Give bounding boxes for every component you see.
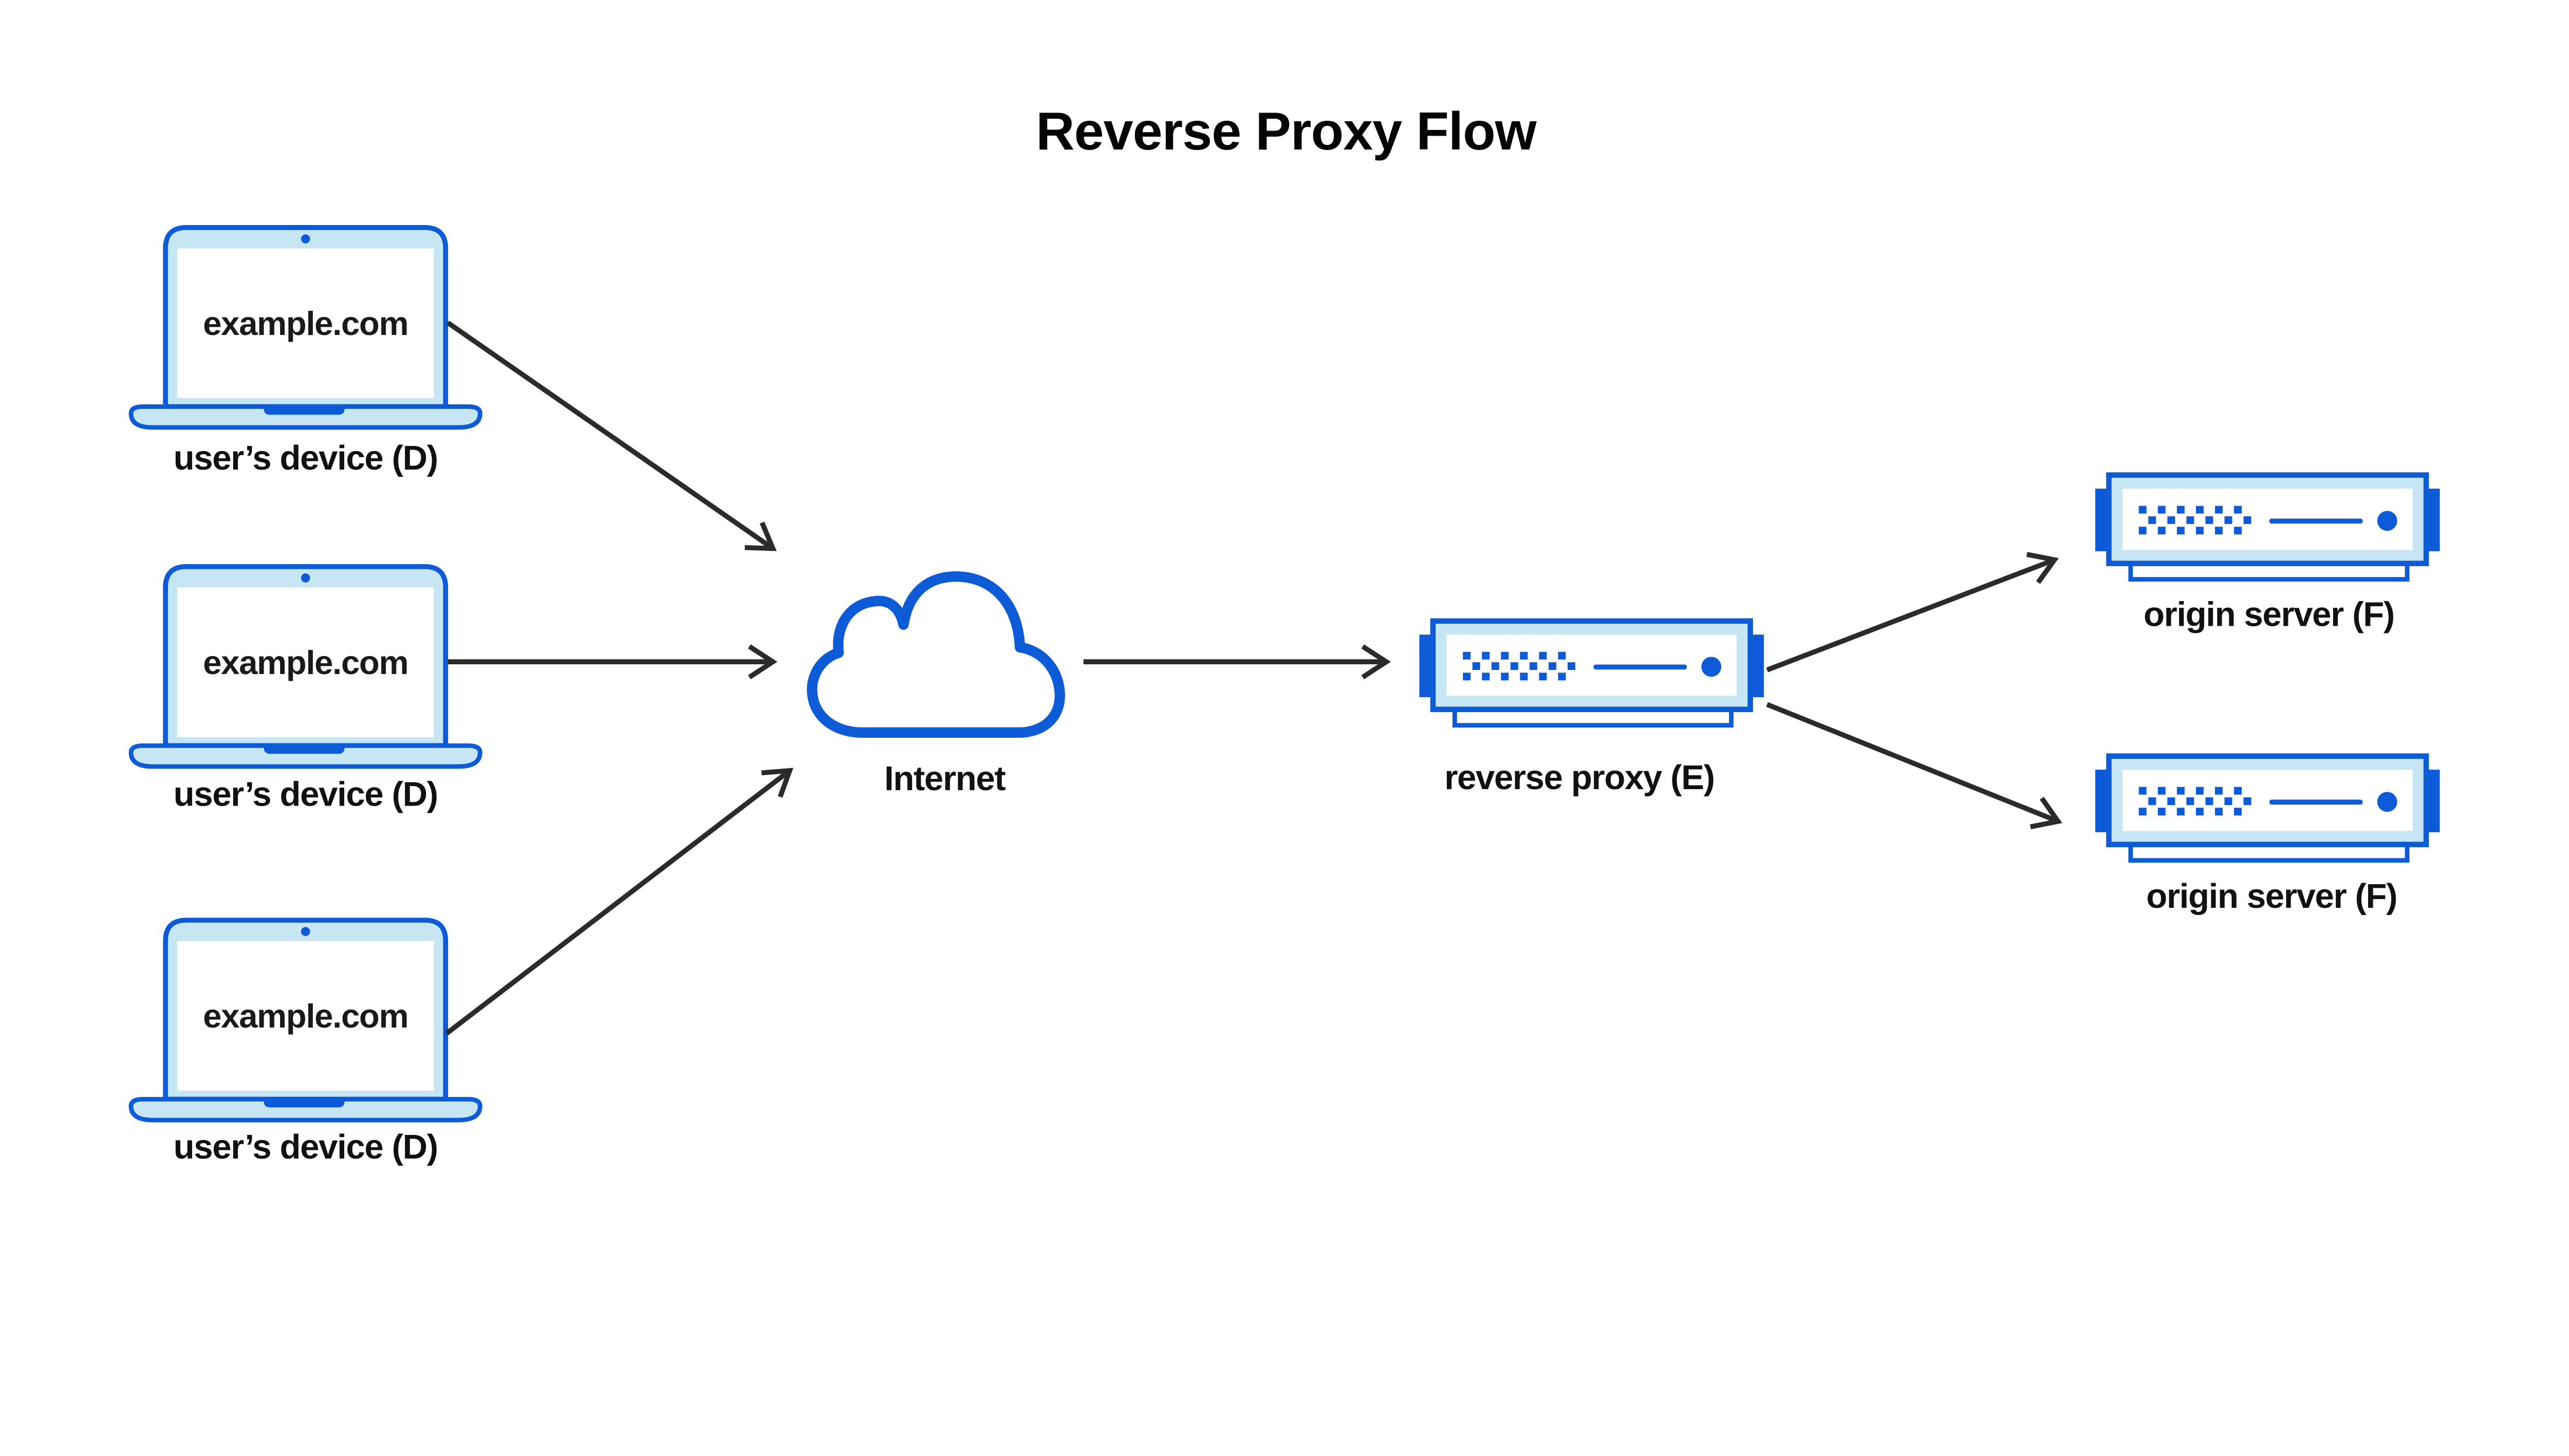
node-reverse-proxy: reverse proxy (E)	[1419, 621, 1764, 797]
server-icon	[2095, 475, 2440, 580]
arrow-shaft	[1766, 557, 2056, 673]
device-label: user’s device (D)	[174, 775, 438, 814]
arrow-head	[1361, 644, 1391, 680]
device-screen-text: example.com	[203, 997, 408, 1035]
device-label: user’s device (D)	[174, 439, 438, 477]
cloud-icon	[807, 571, 1065, 738]
node-user-device-1: example.com user’s device (D)	[131, 228, 480, 477]
arrow-shaft	[446, 321, 775, 551]
origin-server-label: origin server (F)	[2146, 877, 2397, 916]
arrow-head	[2030, 796, 2062, 830]
node-internet: Internet	[807, 571, 1065, 798]
arrow-device1-to-internet	[446, 321, 777, 551]
node-origin-server-2: origin server (F)	[2095, 756, 2440, 916]
device-screen-text: example.com	[203, 644, 408, 681]
arrow-proxy-to-origin1	[1766, 552, 2059, 673]
origin-server-label: origin server (F)	[2144, 595, 2394, 633]
page-title: Reverse Proxy Flow	[1036, 102, 1537, 161]
device-label: user’s device (D)	[174, 1128, 438, 1166]
arrow-head	[744, 521, 777, 551]
diagram-canvas: Reverse Proxy Flow example.com user’s de…	[0, 102, 2569, 1166]
node-origin-server-1: origin server (F)	[2095, 475, 2440, 633]
arrow-head	[2026, 552, 2059, 584]
arrow-proxy-to-origin2	[1766, 702, 2062, 830]
node-user-device-3: example.com user’s device (D)	[131, 920, 480, 1166]
arrow-head	[748, 644, 778, 680]
arrow-device3-to-internet	[445, 768, 794, 1036]
device-screen-text: example.com	[203, 305, 408, 342]
arrow-shaft	[1766, 702, 2059, 824]
arrow-head	[761, 768, 794, 798]
server-icon	[2095, 756, 2440, 861]
internet-label: Internet	[884, 759, 1006, 798]
reverse-proxy-flow-diagram: Reverse Proxy Flow example.com user’s de…	[0, 102, 2569, 1167]
server-icon	[1419, 621, 1764, 725]
arrow-shaft	[445, 769, 791, 1036]
node-user-device-2: example.com user’s device (D)	[131, 567, 480, 814]
reverse-proxy-label: reverse proxy (E)	[1444, 758, 1714, 797]
arrow-device2-to-internet	[448, 644, 778, 680]
arrow-internet-to-proxy	[1083, 644, 1391, 680]
